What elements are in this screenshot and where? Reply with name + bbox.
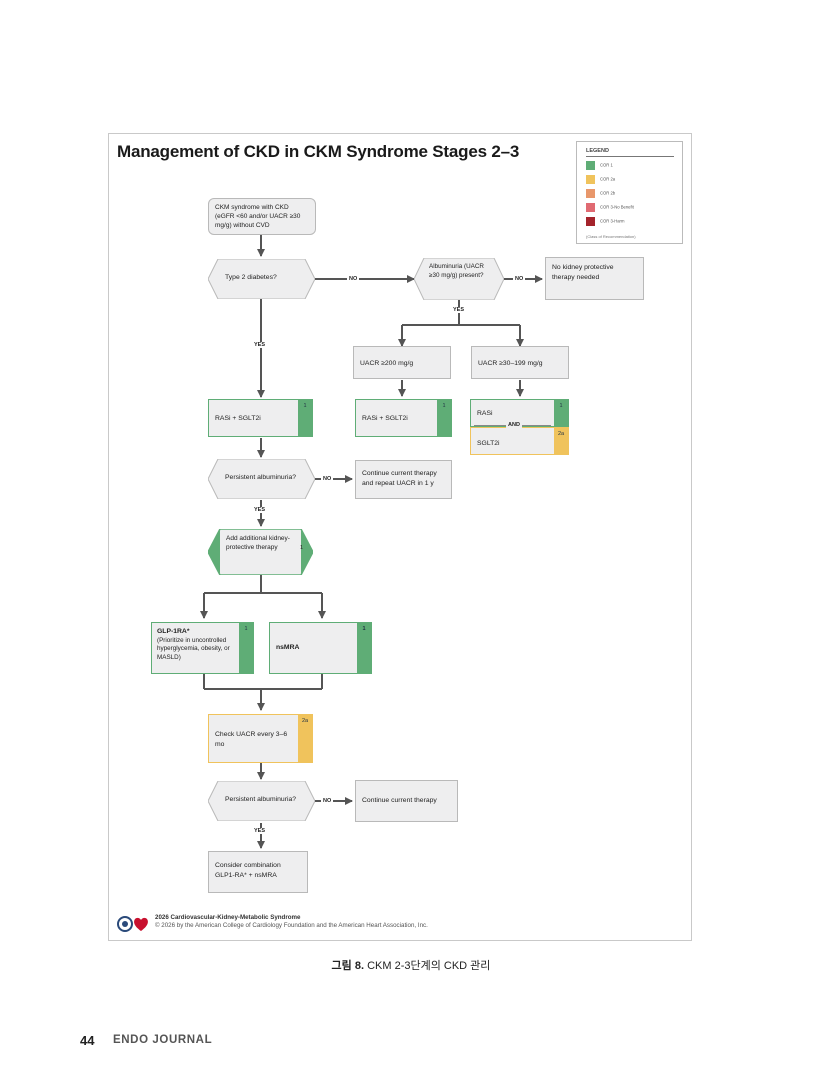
journal-name: ENDO JOURNAL [113, 1034, 213, 1046]
figure-caption: 그림 8. CKM 2-3단계의 CKD 관리 [331, 960, 491, 972]
legend-item-cor2b: COR 2b [586, 189, 615, 198]
decision-albuminuria: Albuminuria (UACR ≥30 mg/g) present? [414, 258, 504, 300]
edge-label-no: NO [513, 276, 526, 282]
edge-label-no: NO [321, 798, 334, 804]
cor-badge: 1 [300, 545, 304, 551]
cor-badge: 1 [437, 400, 451, 436]
legend-swatch [586, 161, 595, 170]
rasi-sglt2i-node: RASi + SGLT2i 1 [208, 399, 313, 437]
edge-label-yes: YES [252, 507, 268, 513]
rasi-sglt2i-node-uacr200: RASi + SGLT2i 1 [355, 399, 452, 437]
cor-badge: 2a [298, 715, 312, 762]
cor-badge: 1 [239, 623, 253, 673]
add-therapy-node: Add additional kidney-protective therapy… [208, 529, 313, 575]
edge-label-no: NO [347, 276, 360, 282]
legend-divider [586, 156, 674, 157]
cor-badge: 2a [554, 428, 568, 454]
flowchart-panel: Management of CKD in CKM Syndrome Stages… [108, 133, 692, 941]
page-number: 44 [80, 1033, 95, 1048]
cor-badge: 1 [298, 400, 312, 436]
legend-note: (Class of Recommendation) [586, 234, 636, 239]
uacr-30-199-node: UACR ≥30–199 mg/g [471, 346, 569, 379]
nsmra-node: nsMRA 1 [269, 622, 372, 674]
legend-swatch [586, 203, 595, 212]
cor-badge: 1 [554, 400, 568, 426]
legend-swatch [586, 189, 595, 198]
continue-repeat-node: Continue current therapy and repeat UACR… [355, 460, 452, 499]
legend-item-cor3-harm: COR 3-Harm [586, 217, 624, 226]
rasi-and-sglt2i-node: RASi 1 SGLT2i 2a AND [470, 399, 569, 455]
legend: LEGEND COR 1 COR 2a COR 2b COR 3-No Bene… [576, 141, 683, 244]
chart-title: Management of CKD in CKM Syndrome Stages… [117, 142, 520, 161]
legend-header: LEGEND [586, 148, 609, 154]
glp1ra-node: GLP-1RA* (Prioritize in uncontrolled hyp… [151, 622, 254, 674]
legend-item-cor2a: COR 2a [586, 175, 615, 184]
no-therapy-node: No kidney protective therapy needed [545, 257, 644, 300]
decision-persistent-albuminuria-2: Persistent albuminuria? [208, 781, 315, 821]
start-node: CKM syndrome with CKD (eGFR <60 and/or U… [208, 198, 316, 235]
legend-swatch [586, 175, 595, 184]
edge-label-no: NO [321, 476, 334, 482]
legend-item-cor3-no-benefit: COR 3-No Benefit [586, 203, 634, 212]
cor-badge: 1 [357, 623, 371, 673]
edge-label-yes: YES [252, 828, 268, 834]
continue-therapy-node: Continue current therapy [355, 780, 458, 822]
and-label: AND [506, 422, 522, 428]
legend-item-cor1: COR 1 [586, 161, 613, 170]
sglt2i-node: SGLT2i 2a [470, 427, 569, 455]
edge-label-yes: YES [252, 342, 268, 348]
footer-logos [117, 914, 151, 939]
decision-type2-diabetes: Type 2 diabetes? [208, 259, 315, 299]
legend-swatch [586, 217, 595, 226]
decision-persistent-albuminuria-1: Persistent albuminuria? [208, 459, 315, 499]
consider-combination-node: Consider combination GLP1-RA* + nsMRA [208, 851, 308, 893]
uacr-200-node: UACR ≥200 mg/g [353, 346, 451, 379]
footer-copyright: 2026 Cardiovascular-Kidney-Metabolic Syn… [155, 914, 428, 929]
check-uacr-node: Check UACR every 3–6 mo 2a [208, 714, 313, 763]
acc-aha-logo-icon [117, 916, 148, 932]
edge-label-yes: YES [451, 307, 467, 313]
